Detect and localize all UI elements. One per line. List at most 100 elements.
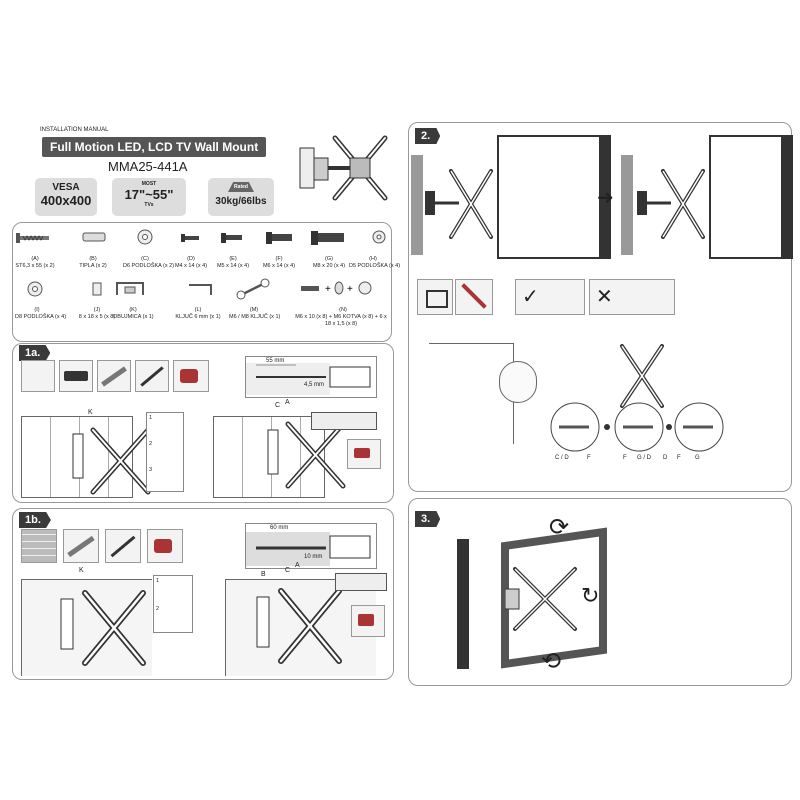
part-k-id: (K) [129, 307, 137, 313]
size-badge: MOST 17"~55" TVs [112, 178, 186, 216]
part-l-label: KLJUČ 6 mm (x 1) [175, 314, 221, 320]
step-1b-label: 1b. [19, 512, 51, 528]
drill-small-icon [347, 439, 381, 469]
part-h-label: D5 PODLOŠKA (x 4) [349, 263, 401, 269]
parts-row2-icons: ++ [27, 278, 372, 300]
screw-a-icon [16, 233, 49, 243]
part-f-label: M6 x 14 (x 4) [262, 263, 296, 269]
vesa-label: VESA [52, 182, 80, 193]
page-title: Full Motion LED, LCD TV Wall Mount [42, 137, 267, 157]
svg-text:+: + [325, 284, 331, 295]
part-h-id: (H) [369, 256, 377, 262]
drill-icon-1b [147, 529, 183, 563]
substep-1: 1 [149, 415, 153, 421]
part-k-label: OBUJMICA (x 1) [113, 314, 154, 320]
mount-on-wall-left [68, 422, 158, 502]
fastener-label-7: G [695, 455, 700, 461]
label-c: C [275, 402, 281, 409]
label-c-1b: C [285, 567, 291, 574]
brick-wall-right [225, 579, 376, 676]
rated-value: 30kg/66lbs [215, 196, 267, 207]
drill-depth-label-1b: 60 mm [270, 525, 289, 531]
hardware-strip-1b [335, 573, 387, 591]
screw-e-icon [221, 233, 242, 243]
level-icon [97, 360, 131, 392]
weight-icon: Rated [228, 182, 254, 192]
drill-diameter-label: 4,5 mm [304, 382, 325, 388]
fastener-label-1: C / D [555, 455, 569, 461]
size-range: 17"~55" [124, 187, 174, 202]
substep-3: 3 [149, 467, 153, 473]
tv-back-2 [709, 135, 793, 259]
magnified-detail [499, 361, 537, 403]
wall-section-step3 [457, 539, 469, 669]
fastener-label-5: D [663, 455, 668, 461]
part-i-id: (I) [34, 307, 40, 313]
incorrect-fit-icon: ✕ [589, 279, 675, 315]
part-n-id: (N) [339, 307, 347, 313]
label-b-1b: B [261, 571, 266, 578]
tvs-label: TVs [144, 202, 154, 208]
rated-label: Rated [234, 184, 248, 190]
part-g-label: M8 x 20 (x 4) [312, 263, 346, 269]
mount-fixed-right [263, 414, 353, 494]
rated-badge: Rated 30kg/66lbs [208, 178, 274, 216]
wall-section-left [411, 155, 423, 255]
substeps-1b: 1 2 [153, 575, 193, 633]
tilt-arrow-top-icon: ⟳ [549, 514, 570, 541]
mount-on-brick-left [53, 583, 153, 673]
part-m-id: (M) [249, 307, 259, 313]
part-i-label: D8 PODLOŠKA (x 4) [15, 314, 67, 320]
drill-depth-diagram-1b: 60 mm 10 mm [245, 523, 377, 569]
mount-bracket-detail [617, 341, 667, 411]
step-2-panel: 2. ➜ ✓ ✕ C / D F F G / D D F G [408, 122, 793, 492]
part-n-label: M6 x 10 (x 8) + M6 KOTVA (x 8) + 6 x 18 … [295, 314, 387, 327]
step-3-label: 3. [415, 511, 441, 527]
drill-small-icon-1b [351, 605, 385, 637]
mount-fixed-brick-right [249, 581, 349, 671]
part-a-label: ST6,3 x 55 (x 2) [15, 263, 55, 269]
part-f-id: (F) [275, 256, 283, 262]
drill-depth-label: 55 mm [266, 358, 285, 364]
part-c-id: (C) [141, 256, 149, 262]
two-person-icon [417, 279, 453, 315]
part-j-id: (J) [93, 307, 101, 313]
part-j-label: 8 x 18 x 5 (x 8) [78, 314, 116, 320]
mount-illustration [295, 128, 395, 208]
arrow-right-icon: ➜ [597, 187, 614, 209]
step-1a-panel: 1a. 55 mm 4,5 mm K 1 2 3 C A [12, 343, 394, 503]
mount-arm-step3 [505, 559, 585, 639]
substep-1b-1: 1 [156, 578, 160, 584]
part-d-label: M4 x 14 (x 4) [174, 263, 208, 269]
substep-2: 2 [149, 441, 153, 447]
washer-c-icon [137, 229, 153, 245]
screw-f-icon [266, 232, 292, 244]
wall-stud-icon [21, 360, 55, 392]
manual-label: INSTALLATION MANUAL [40, 127, 109, 133]
hardware-closeups [550, 402, 724, 452]
washer-h-icon [372, 230, 386, 244]
pencil-icon-1b [105, 529, 141, 563]
part-l-id: (L) [194, 307, 202, 313]
part-b-label: TIPLA (x 2) [79, 263, 107, 269]
hardware-strip-1a [311, 412, 377, 430]
substep-1b-2: 2 [156, 606, 160, 612]
mount-extended-icon [419, 151, 499, 251]
stud-finder-icon [59, 360, 93, 392]
fastener-label-4: G / D [637, 455, 652, 461]
fastener-label-6: F [677, 455, 681, 461]
hex-key-l-icon [189, 284, 212, 295]
correct-fit-icon: ✓ [515, 279, 585, 315]
pencil-icon [135, 360, 169, 392]
vesa-badge: VESA 400x400 [35, 178, 97, 216]
svg-text:+: + [347, 284, 353, 295]
mount-attached-icon [631, 151, 711, 251]
vesa-value: 400x400 [40, 193, 92, 208]
step-1b-panel: 1b. 60 mm 10 mm K 1 2 B C A [12, 508, 394, 680]
label-a-1b: A [295, 562, 300, 569]
label-k-1b: K [79, 567, 84, 574]
part-d-id: (D) [187, 256, 195, 262]
spacer-j-icon [92, 282, 102, 296]
washer-i-icon [27, 281, 43, 297]
drill-depth-diagram: 55 mm 4,5 mm [245, 356, 377, 398]
